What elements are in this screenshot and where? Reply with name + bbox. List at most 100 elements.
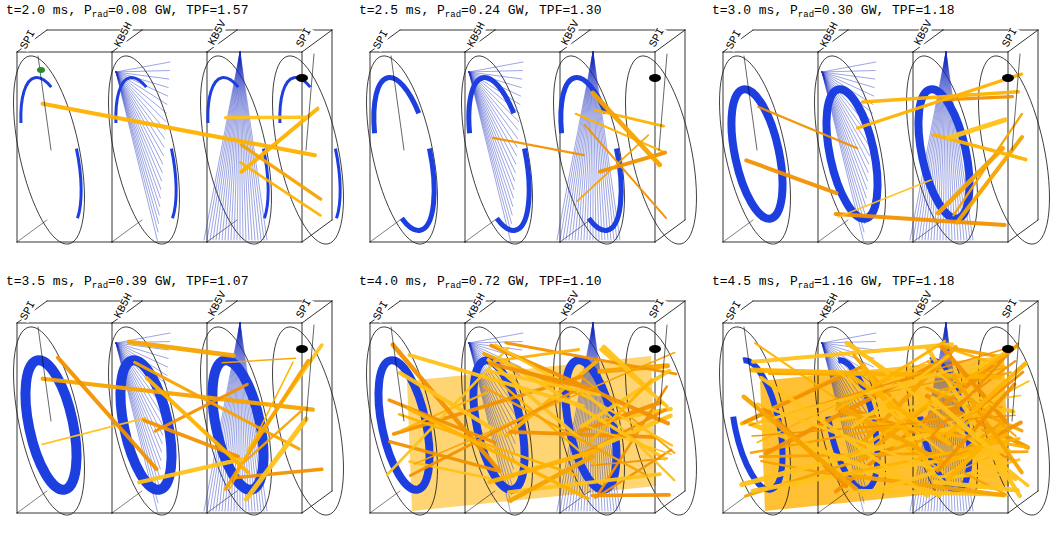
radiation-strand bbox=[933, 398, 1000, 458]
box-edge bbox=[370, 323, 465, 324]
radiation-strand bbox=[222, 358, 295, 362]
diagnostic-label: KB5H bbox=[818, 20, 841, 50]
title-text: =0.30 GW, TPF=1.18 bbox=[814, 3, 954, 18]
title-text: t=3.5 ms, P bbox=[6, 274, 92, 289]
radiation-strand bbox=[226, 115, 306, 119]
kb5h-chord bbox=[116, 72, 160, 207]
box-edge bbox=[1008, 220, 1038, 242]
box-edge bbox=[723, 220, 753, 242]
box-edge bbox=[818, 242, 913, 243]
box-edge bbox=[17, 323, 112, 324]
radiation-strand bbox=[147, 378, 248, 472]
port-label: SPI bbox=[18, 28, 38, 52]
spi-fragments bbox=[649, 74, 661, 82]
port-label: SPI bbox=[647, 26, 667, 50]
diagnostic-label: KB5V bbox=[559, 289, 582, 319]
radiation-strand bbox=[510, 432, 655, 437]
radiation-strand bbox=[487, 371, 599, 395]
radiation-strand bbox=[938, 384, 1015, 470]
diagnostic-label: KB5V bbox=[206, 289, 229, 319]
kb5h-chord bbox=[822, 333, 876, 343]
kb5h-chord bbox=[469, 333, 523, 343]
title-text: t=4.5 ms, P bbox=[712, 274, 798, 289]
spi-fragments bbox=[649, 345, 661, 353]
box-edge bbox=[818, 513, 913, 514]
diagnostic-label: KB5V bbox=[206, 18, 229, 48]
subscript: rad bbox=[445, 10, 461, 20]
kb5h-chord bbox=[116, 72, 157, 241]
box-edge bbox=[1038, 30, 1039, 220]
box-edge bbox=[207, 52, 302, 53]
box-edge bbox=[723, 242, 818, 243]
spi-line bbox=[659, 54, 667, 150]
radiation-ring bbox=[104, 72, 187, 235]
panel-title: t=4.5 ms, Prad=1.16 GW, TPF=1.18 bbox=[712, 275, 954, 288]
radiation-strand bbox=[43, 104, 315, 156]
box-edge bbox=[655, 220, 685, 242]
radiation-strand bbox=[490, 364, 597, 391]
diagnostic-label: KB5H bbox=[465, 291, 488, 321]
box-edge bbox=[465, 491, 495, 513]
radiation-strand bbox=[409, 355, 582, 406]
port-label: SPI bbox=[724, 28, 744, 52]
kb5v-chord bbox=[593, 52, 617, 240]
box-edge bbox=[112, 52, 113, 242]
vessel-outline bbox=[259, 321, 358, 521]
kb5h-chord bbox=[116, 72, 161, 190]
kb5h-chord bbox=[469, 71, 522, 73]
diagnostic-label: KB5H bbox=[112, 20, 135, 50]
box-edge bbox=[17, 323, 18, 513]
vessel-outline bbox=[95, 50, 194, 250]
vessel-outline bbox=[801, 50, 900, 250]
box-edge bbox=[560, 52, 655, 53]
kb5h-chord bbox=[469, 72, 514, 190]
port-label: SPI bbox=[724, 299, 744, 323]
title-text: t=2.5 ms, P bbox=[359, 3, 445, 18]
box-edge bbox=[17, 52, 112, 53]
spi-line bbox=[38, 327, 51, 421]
kb5h-chord bbox=[116, 72, 159, 224]
box-edge bbox=[465, 323, 466, 513]
title-text: =0.72 GW, TPF=1.10 bbox=[461, 274, 601, 289]
radiation-strand bbox=[836, 341, 945, 410]
title-text: =1.16 GW, TPF=1.18 bbox=[814, 274, 954, 289]
title-text: t=2.0 ms, P bbox=[6, 3, 92, 18]
vessel-outline bbox=[0, 321, 98, 521]
port-label: SPI bbox=[1000, 26, 1020, 50]
radiation-strand bbox=[577, 135, 648, 201]
box-edge bbox=[237, 30, 332, 31]
kb5h-chord bbox=[822, 62, 876, 72]
box-edge bbox=[237, 301, 332, 302]
box-edge bbox=[1038, 301, 1039, 491]
kb5v-chord bbox=[210, 52, 240, 240]
box-edge bbox=[943, 301, 1038, 302]
radiation-strand bbox=[230, 362, 293, 488]
radiation-strand bbox=[744, 397, 856, 489]
box-edge bbox=[17, 242, 112, 243]
box-edge bbox=[112, 52, 207, 53]
kb5h-chord bbox=[116, 72, 159, 215]
diagnostic-label: KB5H bbox=[465, 20, 488, 50]
spi-fragments bbox=[296, 74, 308, 82]
radiation-strand bbox=[493, 138, 584, 155]
kb5v-chord bbox=[593, 52, 608, 240]
radiation-strand bbox=[240, 162, 320, 215]
kb5v-chord bbox=[237, 52, 240, 240]
box-edge bbox=[370, 52, 371, 242]
radiation-strand bbox=[593, 93, 660, 165]
box-edge bbox=[17, 220, 47, 242]
spi-line bbox=[391, 56, 404, 150]
radiation-strand bbox=[858, 74, 1022, 128]
vessel-outline bbox=[706, 50, 805, 250]
title-text: =0.24 GW, TPF=1.30 bbox=[461, 3, 601, 18]
radiation-strand bbox=[838, 180, 931, 217]
box-edge bbox=[332, 30, 333, 220]
box-edge bbox=[818, 52, 913, 53]
box-edge bbox=[943, 30, 1038, 31]
radiation-strand bbox=[582, 425, 671, 455]
title-text: =0.08 GW, TPF=1.57 bbox=[108, 3, 248, 18]
kb5h-chord bbox=[469, 342, 522, 344]
box-edge bbox=[560, 242, 655, 243]
kb5v-chord bbox=[234, 52, 240, 240]
box-edge bbox=[370, 513, 465, 514]
